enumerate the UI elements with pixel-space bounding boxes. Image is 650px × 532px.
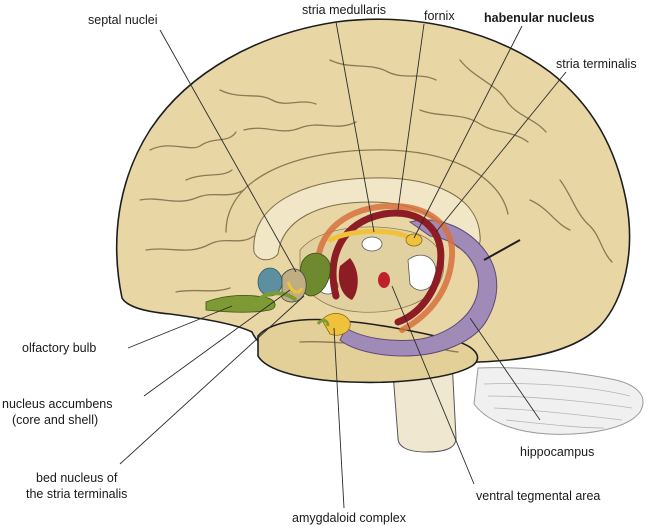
label-stria-terminalis: stria terminalis (556, 57, 637, 71)
vta-dot (378, 272, 390, 288)
hippocampus-shape (339, 219, 521, 357)
label-habenular-nucleus: habenular nucleus (484, 11, 594, 25)
label-nucleus-accumbens-2: (core and shell) (12, 413, 98, 427)
cerebellum (473, 367, 644, 435)
label-fornix: fornix (424, 9, 455, 23)
label-septal-nuclei: septal nuclei (88, 13, 158, 27)
amygdala-shape (316, 313, 351, 336)
brainstem (391, 359, 457, 453)
fornix-arc (329, 209, 445, 326)
stria-terminalis-arc (314, 202, 456, 333)
label-bed-nucleus-1: bed nucleus of (36, 471, 118, 485)
fornix-column (338, 258, 358, 300)
habenular-nucleus-shape (405, 233, 423, 247)
habenula-yellow (327, 229, 423, 247)
thalamic-ellipse (361, 236, 383, 252)
label-ventral-tegmental-area: ventral tegmental area (476, 489, 600, 503)
label-amygdaloid-complex: amygdaloid complex (292, 511, 407, 525)
label-bed-nucleus-2: the stria terminalis (26, 487, 127, 501)
label-olfactory-bulb: olfactory bulb (22, 341, 96, 355)
label-nucleus-accumbens-1: nucleus accumbens (2, 397, 112, 411)
leader-lines (119, 21, 567, 509)
label-stria-medullaris: stria medullaris (302, 3, 386, 17)
labels: septal nuclei stria medullaris fornix ha… (2, 3, 637, 525)
label-hippocampus: hippocampus (520, 445, 594, 459)
olfactory-bulb-shape (205, 267, 298, 313)
